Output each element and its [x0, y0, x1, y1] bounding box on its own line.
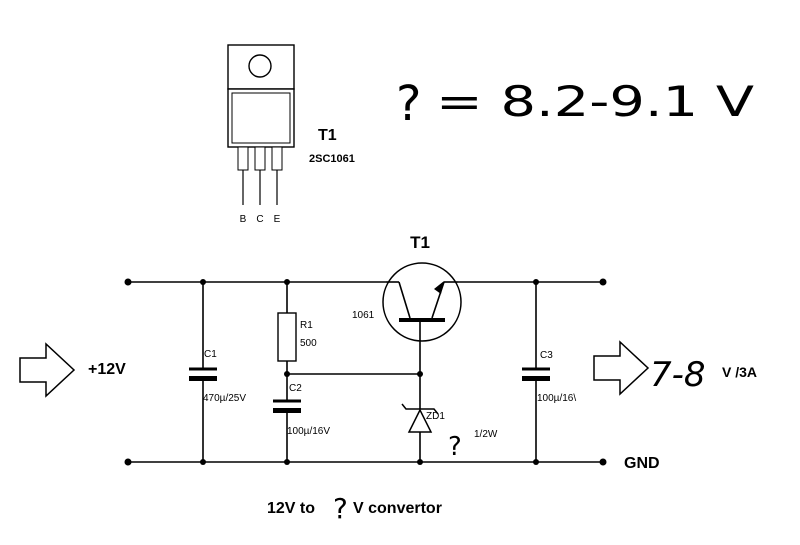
- terminal-in-bottom: [124, 458, 132, 466]
- ground-label: GND: [624, 455, 660, 472]
- pin-label-c: C: [256, 214, 263, 225]
- terminal-out-top: [599, 278, 607, 286]
- capacitor-c3: [522, 282, 550, 462]
- c1-value-label: 470µ/25V: [203, 393, 246, 404]
- package-pin-b: [237, 146, 249, 171]
- package-ref-label: T1: [318, 127, 337, 144]
- terminal-in-top: [124, 278, 132, 286]
- c2-value-label: 100µ/16V: [287, 426, 330, 437]
- input-arrow-icon: [19, 342, 76, 398]
- capacitor-c1: [189, 282, 217, 462]
- package-mounting-hole: [248, 54, 272, 78]
- package-part-label: 2SC1061: [309, 153, 355, 165]
- zd1-question-mark: ?: [448, 432, 462, 462]
- package-body: [227, 88, 295, 148]
- package-pin-e: [271, 146, 283, 171]
- output-voltage-value: 7-8: [650, 355, 706, 395]
- c2-ref-label: C2: [289, 383, 302, 394]
- package-body-inner: [231, 92, 291, 144]
- capacitor-c2: [273, 399, 301, 462]
- zd1-ref-label: ZD1: [426, 411, 445, 422]
- zd1-value-label: 1/2W: [474, 429, 498, 440]
- output-current-label: V /3A: [722, 364, 757, 380]
- t1-part-label: 1061: [352, 310, 375, 321]
- c3-value-label: 100µ/16\: [537, 393, 576, 404]
- caption-question-mark: ?: [333, 492, 348, 525]
- t1-ref-label: T1: [410, 233, 430, 252]
- caption-suffix: V convertor: [353, 500, 442, 517]
- zener-diode-zd1: [401, 374, 439, 462]
- note-question-mark: ?: [396, 76, 421, 132]
- resistor-r1: [277, 282, 297, 400]
- package-pin-c: [254, 146, 266, 171]
- note-voltage-range: = 8.2-9.1 V: [436, 77, 754, 126]
- terminal-out-bottom: [599, 458, 607, 466]
- output-arrow-icon: [593, 340, 650, 396]
- pin-label-b: B: [240, 214, 247, 225]
- handwritten-note: ? = 8.2-9.1 V: [396, 76, 754, 132]
- c1-ref-label: C1: [204, 349, 217, 360]
- caption-prefix: 12V to: [267, 500, 315, 517]
- transistor-t1: [382, 262, 462, 374]
- to220-package: B C E T1 2SC1061: [227, 44, 355, 225]
- c3-ref-label: C3: [540, 350, 553, 361]
- r1-ref-label: R1: [300, 320, 313, 331]
- pin-label-e: E: [274, 214, 281, 225]
- input-voltage-label: +12V: [88, 361, 126, 378]
- r1-value-label: 500: [300, 338, 317, 349]
